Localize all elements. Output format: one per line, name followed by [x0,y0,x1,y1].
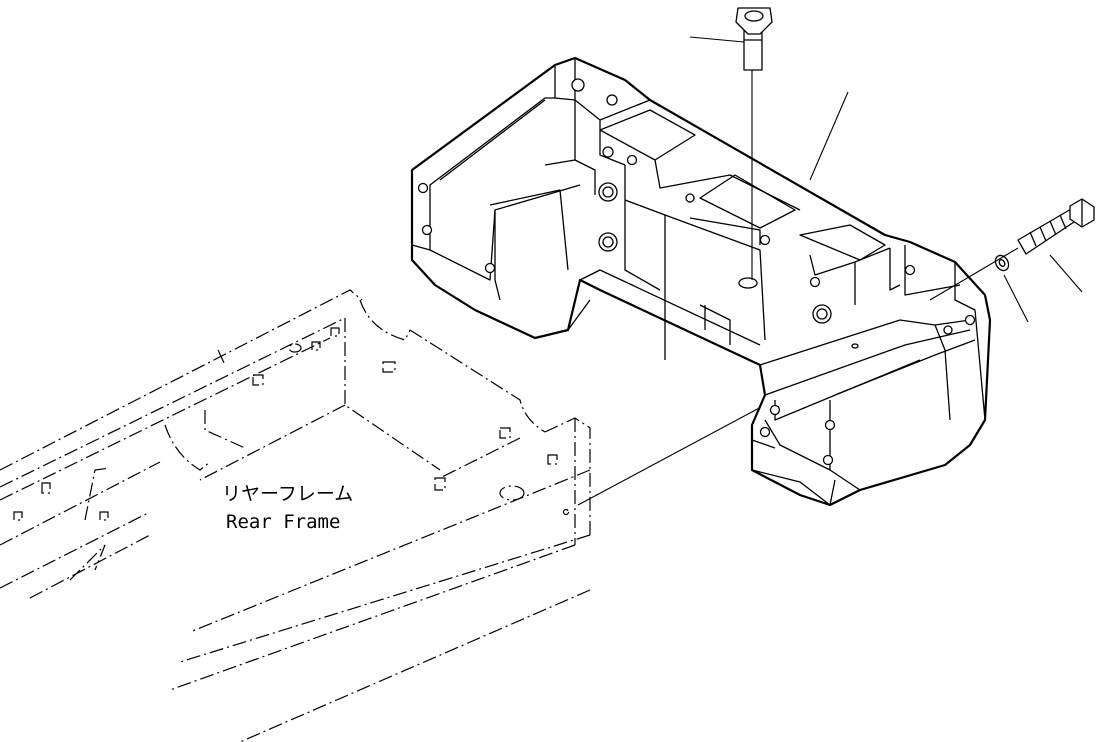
rear-frame-label-jp: リヤーフレーム [222,483,353,505]
counterweight [410,56,992,507]
counterweight-leader-line [809,91,849,181]
washer-leader-line [1003,274,1029,323]
mounting-bolt [1017,198,1095,255]
lifting-pin [735,7,773,71]
washer [994,254,1010,272]
frame-leader-line [577,397,779,506]
bolt-axis-line [929,247,1019,301]
pin-leader-line [689,36,745,43]
rear-frame-label-en: Rear Frame [226,511,340,533]
bolt-leader-line [1049,254,1083,293]
rear-frame-outline [0,289,591,742]
